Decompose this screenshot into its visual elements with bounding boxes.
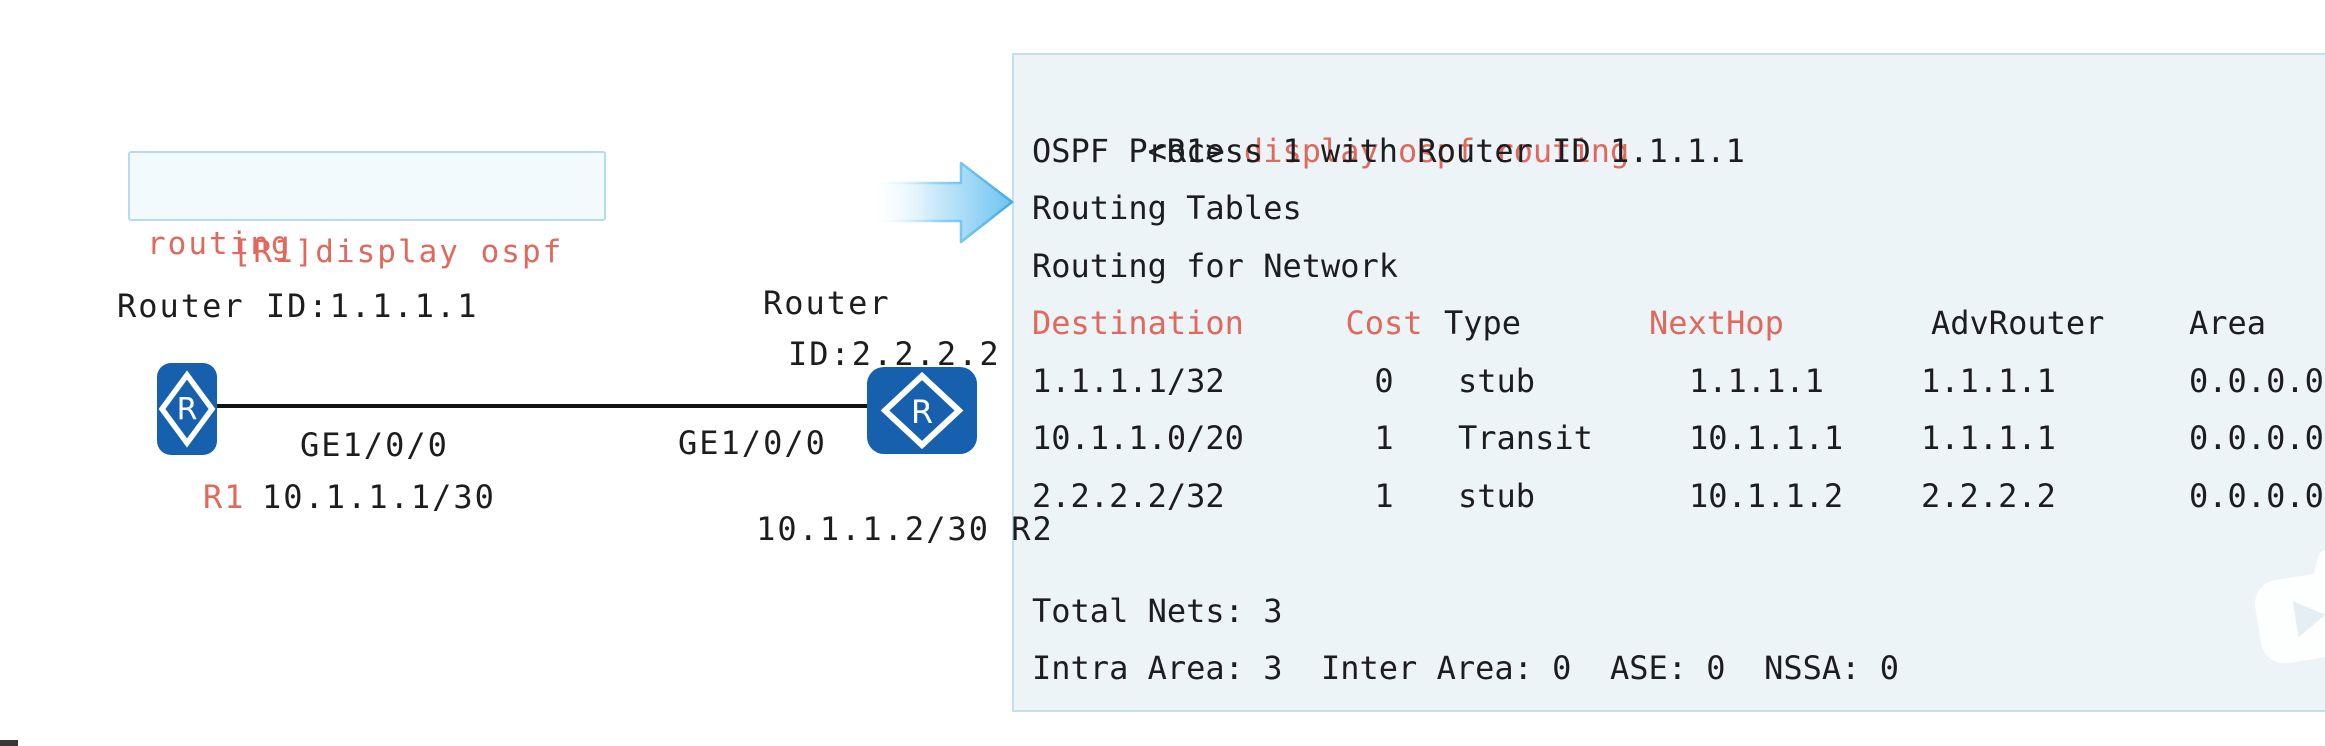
cell-type: stub	[1458, 476, 1536, 515]
cell-nexthop: 1.1.1.1	[1689, 361, 1824, 400]
cell-area: 0.0.0.0	[2189, 361, 2324, 400]
router-icon-r2: R	[866, 366, 978, 459]
ospf-process-line: OSPF Process 1 with Router ID 1.1.1.1	[1032, 131, 1745, 170]
cell-nexthop: 10.1.1.2	[1689, 476, 1844, 515]
header-advrouter: AdvRouter	[1931, 304, 2105, 342]
cell-cost: 1	[1374, 419, 1394, 457]
routing-network-line: Routing for Network	[1032, 246, 1399, 285]
cli-output-panel: <R1> display ospf routing OSPF Process 1…	[1012, 53, 2325, 712]
cell-advrouter: 2.2.2.2	[1921, 476, 2056, 515]
router-letter: R	[177, 393, 198, 428]
router-name-r1: R1	[203, 478, 246, 516]
interface-label-r1: GE1/0/0	[300, 426, 449, 464]
ip-r2-group: 10.1.1.2/30 R2	[671, 472, 1054, 586]
cell-cost: 0	[1374, 361, 1394, 400]
router-letter: R	[911, 393, 933, 431]
cell-area: 0.0.0.0	[2189, 476, 2324, 515]
command-callout-line2: routing	[147, 226, 292, 262]
header-type: Type	[1444, 304, 1522, 342]
corner-artifact-bar	[0, 740, 18, 746]
ip-label-r2: 10.1.1.2/30	[756, 510, 990, 548]
header-area: Area	[2189, 304, 2267, 342]
cell-cost: 1	[1374, 476, 1394, 515]
cli-command: display ospf routing	[1243, 131, 1630, 170]
header-destination: Destination	[1032, 304, 1244, 342]
command-callout-box: [R1]display ospf	[128, 151, 606, 270]
blank-line	[1032, 525, 2325, 583]
cell-destination: 2.2.2.2/32	[1032, 476, 1225, 515]
cli-prompt: <R1>	[1147, 131, 1225, 170]
cell-destination: 1.1.1.1/32	[1032, 361, 1225, 400]
cell-advrouter: 1.1.1.1	[1921, 419, 2056, 457]
routing-tables-line: Routing Tables	[1032, 189, 1302, 227]
router-icon-r1: R	[156, 362, 218, 460]
area-summary-line: Intra Area: 3 Inter Area: 0 ASE: 0 NSSA:…	[1032, 649, 1899, 687]
interface-label-r2: GE1/0/0	[678, 424, 827, 462]
header-nexthop: NextHop	[1649, 304, 1784, 342]
router-id-r2-label-line2: ID:2.2.2.2	[788, 335, 1001, 373]
watermark-body	[2251, 567, 2325, 667]
router-id-r1-label: Router ID:1.1.1.1	[117, 287, 479, 325]
cell-area: 0.0.0.0	[2189, 419, 2324, 457]
command-callout-line1: [R1]display ospf	[232, 234, 564, 270]
cell-type: stub	[1458, 361, 1536, 400]
cell-nexthop: 10.1.1.1	[1689, 419, 1844, 457]
cell-advrouter: 1.1.1.1	[1921, 361, 2056, 400]
routing-table-row: 1.1.1.1/32 0 stub 1.1.1.1 1.1.1.1 0.0.0.…	[1032, 353, 2325, 411]
cell-type: Transit	[1458, 419, 1593, 457]
routing-table-row: 10.1.1.0/20 1 Transit 10.1.1.1 1.1.1.1 0…	[1032, 410, 2325, 468]
ip-label-r1: 10.1.1.1/30	[262, 478, 496, 516]
routing-table-header: Destination Cost Type NextHop AdvRouter …	[1032, 295, 2325, 353]
header-cost: Cost	[1345, 304, 1423, 342]
router-name-r2: R2	[1011, 510, 1054, 548]
cli-command-line: <R1> display ospf routing	[1032, 65, 2325, 170]
play-triangle-icon	[2292, 596, 2325, 638]
link-line	[215, 404, 871, 408]
total-nets-line: Total Nets: 3	[1032, 591, 1283, 630]
routing-table-row: 2.2.2.2/32 1 stub 10.1.1.2 2.2.2.2 0.0.0…	[1032, 468, 2325, 526]
cell-destination: 10.1.1.0/20	[1032, 419, 1244, 457]
right-block-arrow-icon	[866, 158, 1016, 252]
router-id-r2-label-line1: Router	[763, 284, 891, 322]
